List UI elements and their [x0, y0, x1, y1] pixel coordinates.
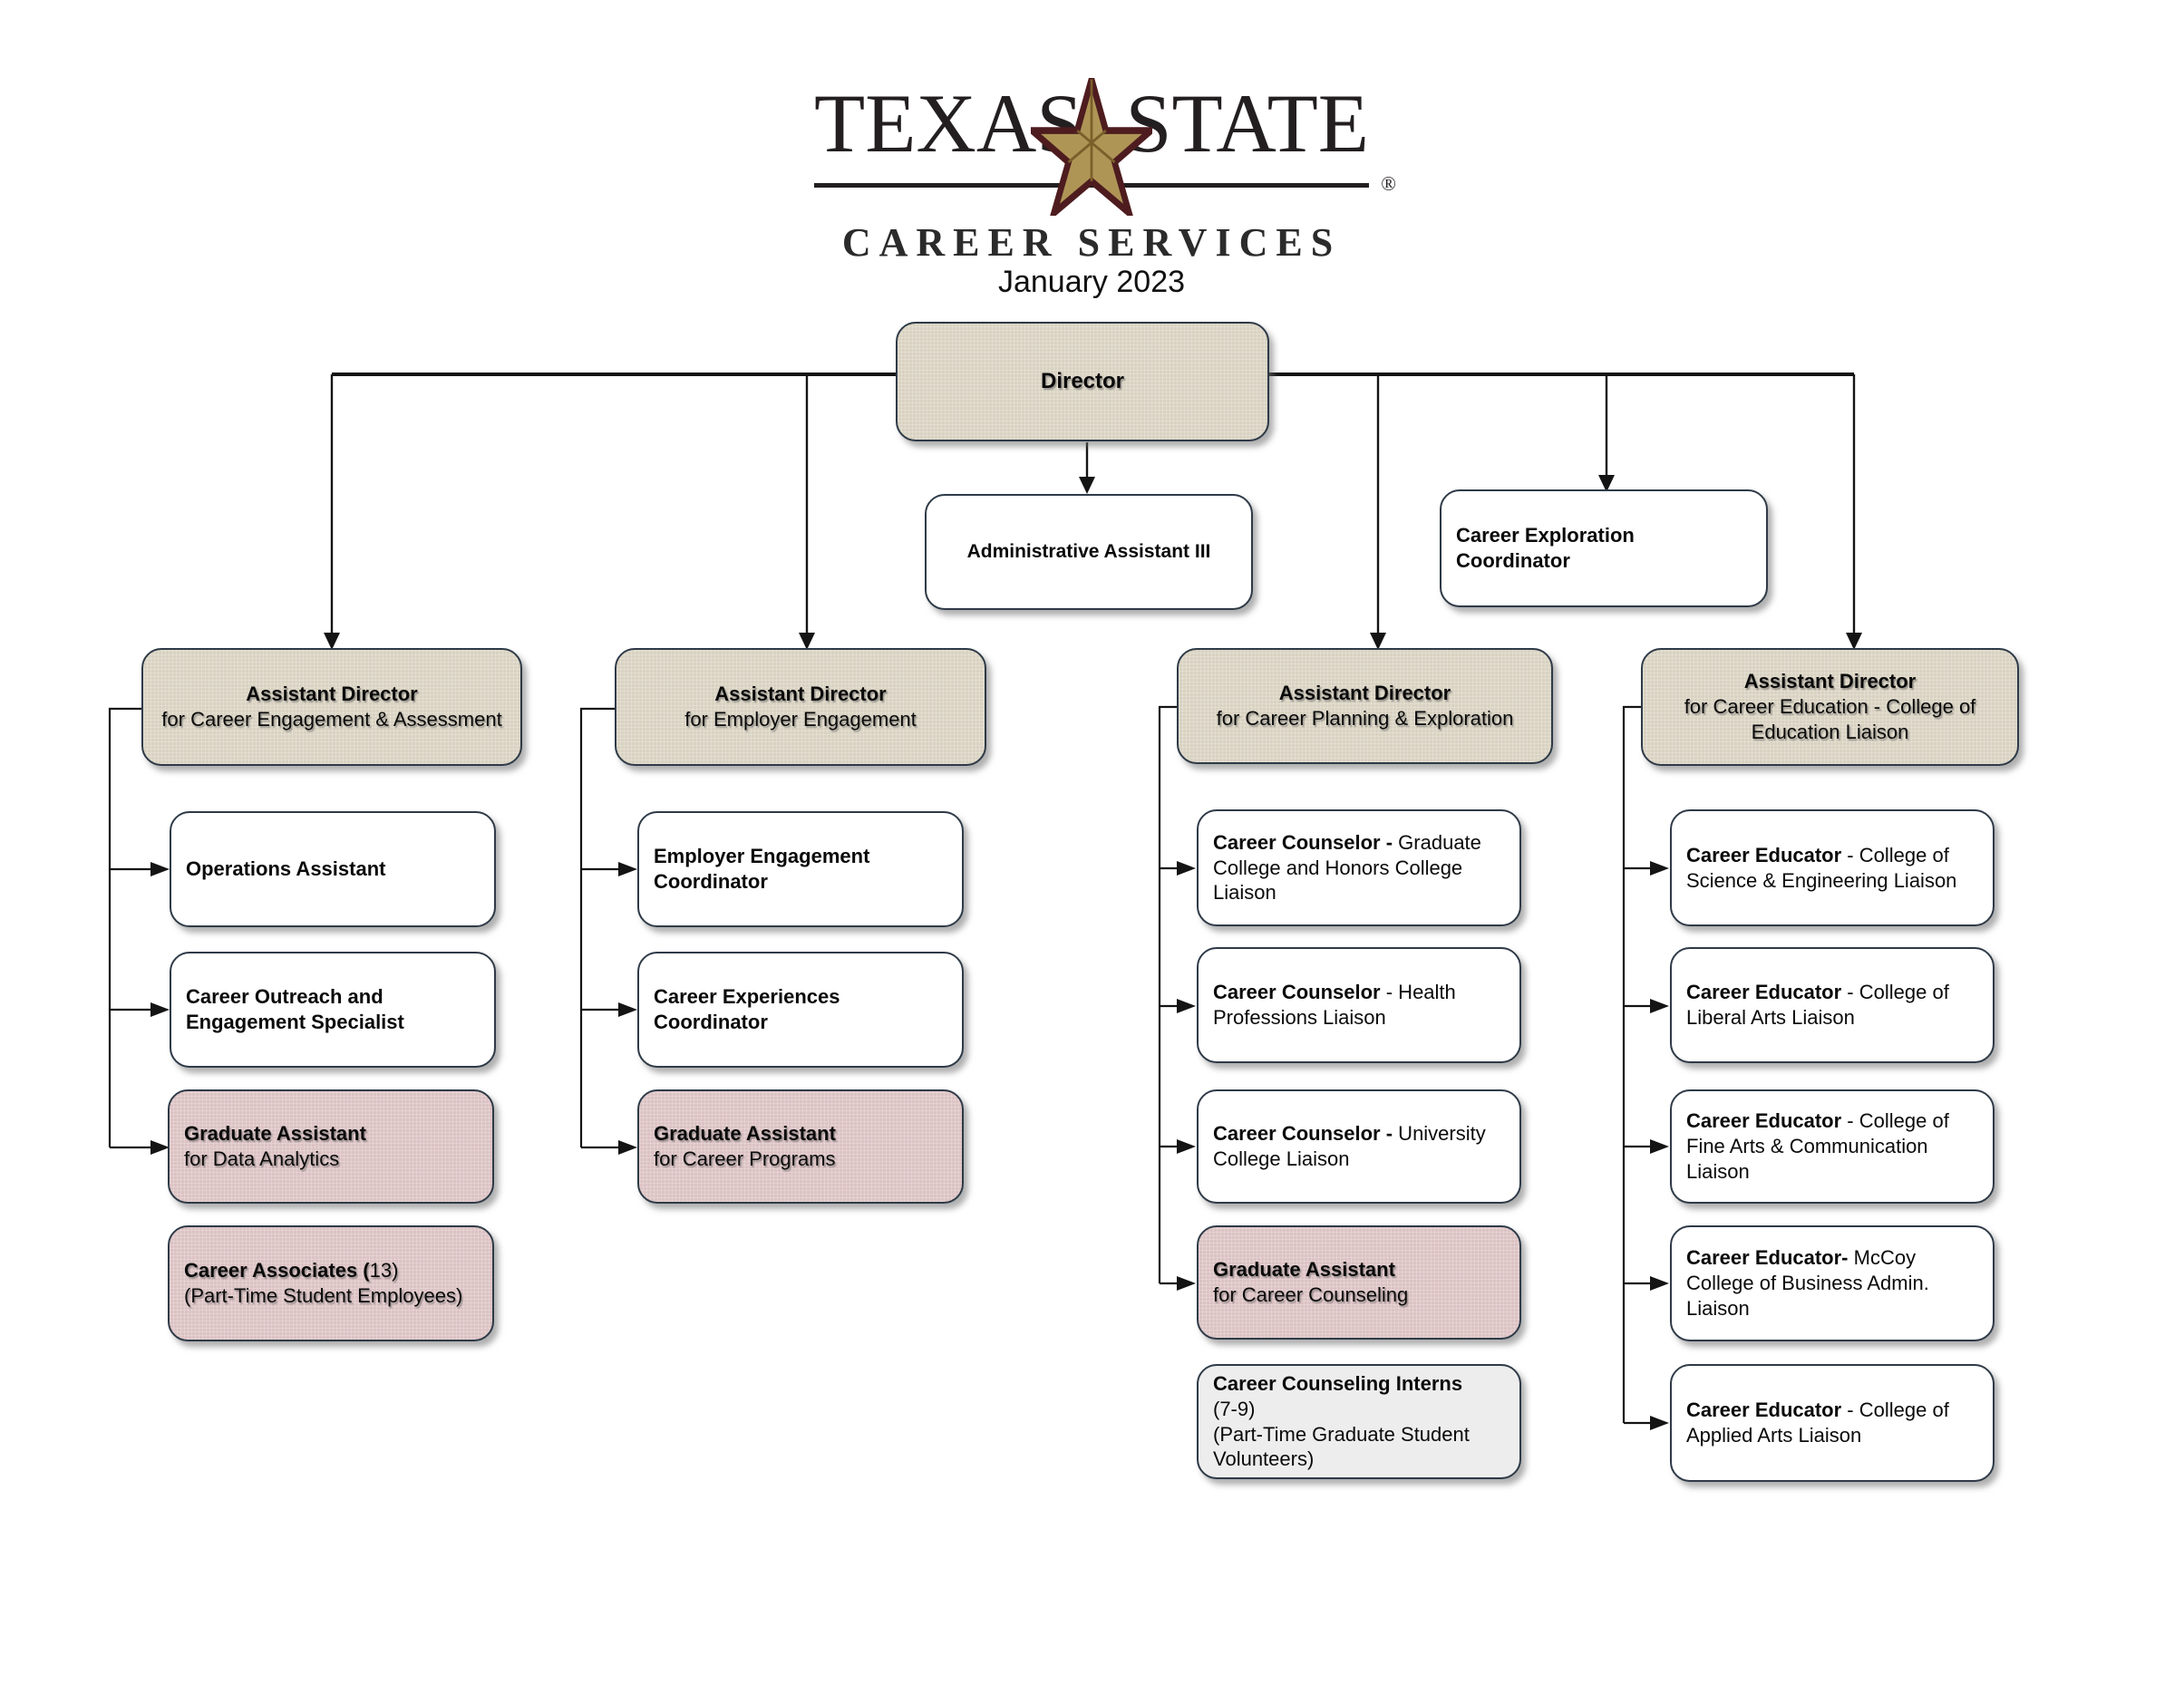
box-career-counseling-interns: Career Counseling Interns (7-9) (Part-Ti…: [1197, 1364, 1521, 1479]
box-title: Career Educator: [1686, 1398, 1842, 1422]
box-title: Career Educator: [1686, 843, 1842, 866]
registered-mark: ®: [1381, 172, 1396, 195]
box-title: Career Exploration Coordinator: [1456, 524, 1635, 572]
box-career-outreach-specialist: Career Outreach and Engagement Specialis…: [170, 952, 496, 1068]
box-title: Assistant Director: [714, 682, 887, 706]
box-career-educator-mccoy-business: Career Educator- McCoy College of Busine…: [1670, 1225, 1995, 1341]
box-title: Career Educator: [1686, 981, 1842, 1004]
box-career-counselor-health-professions: Career Counselor - Health Professions Li…: [1197, 947, 1521, 1063]
star-icon: [1031, 78, 1152, 216]
box-career-educator-liberal-arts: Career Educator - College of Liberal Art…: [1670, 947, 1995, 1063]
box-career-counselor-graduate-college: Career Counselor - Graduate College and …: [1197, 809, 1521, 926]
box-title: Career Counselor -: [1213, 1122, 1393, 1146]
box-title: Employer Engagement Coordinator: [654, 845, 870, 893]
col4-rail: [1622, 705, 1669, 1430]
col2-rail: [579, 707, 637, 1155]
box-title: Career Associates (: [184, 1259, 370, 1282]
box-title: Graduate Assistant: [1213, 1258, 1395, 1282]
box-title: Operations Assistant: [186, 857, 386, 881]
director-drop: [1079, 442, 1095, 494]
box-title: Career Educator-: [1686, 1246, 1849, 1270]
box-title: Assistant Director: [246, 682, 418, 706]
logo-career-services: CAREER SERVICES: [841, 220, 1342, 265]
box-graduate-assistant-career-programs: Graduate Assistant for Career Programs: [637, 1089, 964, 1204]
box-employer-engagement-coordinator: Employer Engagement Coordinator: [637, 811, 964, 927]
col3-rail: [1158, 705, 1196, 1291]
box-title: Career Experiences Coordinator: [654, 985, 840, 1033]
box-career-counselor-university-college: Career Counselor - University College Li…: [1197, 1089, 1521, 1204]
box-title: Administrative Assistant III: [966, 540, 1211, 562]
chart-date: January 2023: [997, 265, 1186, 299]
box-title: Career Outreach and Engagement Specialis…: [186, 985, 404, 1033]
box-career-associates: Career Associates (13) (Part-Time Studen…: [168, 1225, 494, 1341]
box-assistant-director-career-engagement: Assistant Director for Career Engagement…: [141, 648, 522, 766]
box-title: Assistant Director: [1743, 670, 1917, 693]
col1-rail: [108, 707, 170, 1155]
logo-word-texas: TEXAS: [814, 77, 1083, 169]
box-career-educator-applied-arts: Career Educator - College of Applied Art…: [1670, 1364, 1995, 1482]
box-assistant-director-career-education: Assistant Director for Career Education …: [1641, 648, 2019, 766]
box-title: Career Educator: [1686, 1109, 1842, 1133]
box-director: Director: [896, 322, 1269, 441]
box-title: Career Counselor: [1213, 981, 1381, 1004]
box-graduate-assistant-career-counseling: Graduate Assistant for Career Counseling: [1197, 1225, 1521, 1340]
box-title: Director: [1040, 368, 1125, 393]
box-career-exploration-coordinator: Career Exploration Coordinator: [1440, 489, 1768, 607]
box-graduate-assistant-data-analytics: Graduate Assistant for Data Analytics: [168, 1089, 494, 1204]
box-career-educator-science-engineering: Career Educator - College of Science & E…: [1670, 809, 1995, 926]
box-title: Graduate Assistant: [654, 1122, 836, 1146]
box-title: Graduate Assistant: [184, 1122, 366, 1146]
box-career-experiences-coordinator: Career Experiences Coordinator: [637, 952, 964, 1068]
logo-wordmark: TEXAS STATE: [814, 73, 1369, 216]
box-career-educator-fine-arts-communication: Career Educator - College of Fine Arts &…: [1670, 1089, 1995, 1204]
box-operations-assistant: Operations Assistant: [170, 811, 496, 927]
texas-state-logo: TEXAS STATE ® CAREER SERVICES: [814, 73, 1396, 266]
logo-word-state: STATE: [1125, 77, 1369, 169]
box-title: Assistant Director: [1278, 682, 1451, 705]
box-title: Career Counselor -: [1213, 830, 1393, 854]
box-title: Career Counseling Interns: [1213, 1371, 1463, 1395]
box-assistant-director-career-planning: Assistant Director for Career Planning &…: [1177, 648, 1553, 764]
box-administrative-assistant: Administrative Assistant III: [925, 494, 1253, 610]
box-assistant-director-employer-engagement: Assistant Director for Employer Engageme…: [615, 648, 986, 766]
